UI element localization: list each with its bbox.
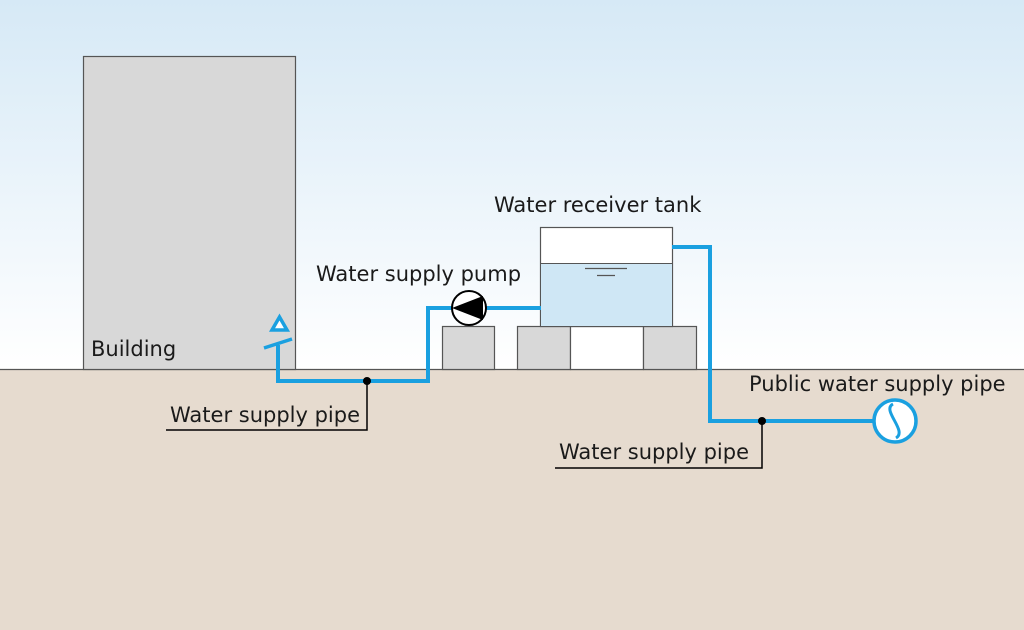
building-supply-pipe bbox=[276, 306, 452, 383]
pump-support-block bbox=[441, 325, 496, 371]
tank-water bbox=[541, 263, 672, 326]
water-supply-pump-label: Water supply pump bbox=[316, 262, 521, 286]
pump-icon bbox=[451, 290, 487, 326]
water-level-icon bbox=[585, 267, 627, 277]
water-receiver-tank bbox=[539, 226, 674, 328]
faucet-icon bbox=[263, 313, 293, 350]
ground bbox=[0, 369, 1024, 630]
water-supply-pipe-left-label: Water supply pipe bbox=[170, 403, 360, 427]
water-supply-pipe-left-leader bbox=[166, 381, 368, 431]
water-supply-pipe-right-dot bbox=[758, 417, 766, 425]
water-meter-icon bbox=[872, 398, 918, 444]
public-water-supply-pipe-label: Public water supply pipe bbox=[749, 372, 1006, 396]
pipes bbox=[276, 245, 873, 423]
water-receiver-tank-label: Water receiver tank bbox=[494, 193, 702, 217]
main-supply-pipe bbox=[672, 245, 873, 423]
water-supply-pipe-right-leader bbox=[555, 421, 763, 469]
tank-support-block-left bbox=[516, 325, 572, 371]
tank-support-block-middle bbox=[569, 325, 645, 371]
water-supply-pipe-left-dot bbox=[363, 377, 371, 385]
tank-support-block-right bbox=[642, 325, 698, 371]
building bbox=[82, 55, 297, 371]
building-label: Building bbox=[91, 337, 176, 361]
water-supply-pipe-right-label: Water supply pipe bbox=[559, 440, 749, 464]
